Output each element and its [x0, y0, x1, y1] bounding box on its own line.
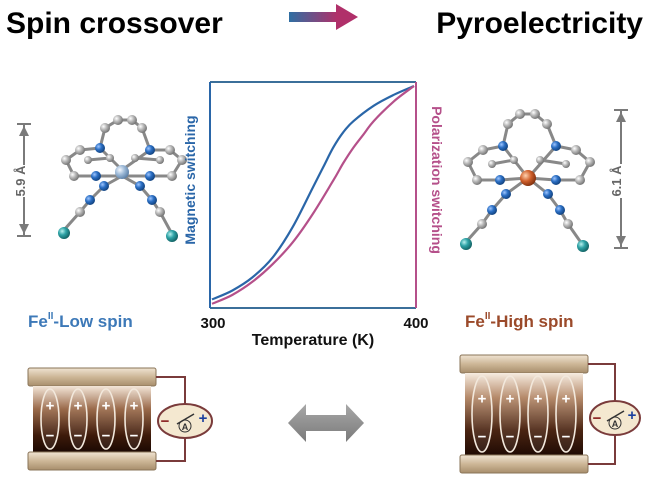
- title-spin-crossover: Spin crossover: [6, 7, 223, 40]
- wire-top-right: [588, 363, 616, 401]
- ammeter-plus-right: +: [628, 407, 637, 424]
- dipole-cell-left: +−: [40, 388, 60, 450]
- dipole-cells-right: +−+−+−+−: [471, 375, 577, 453]
- dipole-minus-sign: −: [46, 428, 55, 445]
- atoms-left: [58, 115, 187, 242]
- wire-top-left: [156, 376, 186, 404]
- header-arrow-icon: [289, 4, 358, 30]
- crystal-right: [465, 373, 583, 455]
- molecule-low-spin: 5.9 Å: [11, 115, 187, 331]
- dipole-cell-right: +−: [555, 375, 577, 453]
- dipole-cell-right: +−: [471, 375, 493, 453]
- dipole-minus-sign: −: [478, 428, 487, 445]
- wire-bottom-left: [156, 438, 186, 462]
- series-line-2: [211, 85, 415, 305]
- dipole-minus-sign: −: [562, 428, 571, 445]
- dipole-minus-sign: −: [130, 428, 139, 445]
- plot-area: [210, 82, 416, 308]
- capacitor-device-right: +−+−+−+− A − +: [459, 354, 641, 474]
- molecule-high-spin: 6.1 Å: [460, 109, 635, 331]
- switching-chart: Magnetic switching Polarization switchin…: [182, 81, 445, 349]
- capacitor-device-left: +−+−+−+− A − +: [27, 367, 213, 471]
- ammeter-symbol-right: A: [612, 419, 619, 429]
- ammeter-right: A − +: [589, 400, 641, 436]
- dipole-plus-sign: +: [102, 398, 111, 415]
- dipole-cell-right: +−: [499, 375, 521, 453]
- electrode-top-left: [27, 367, 157, 387]
- dipole-plus-sign: +: [130, 398, 139, 415]
- iron-atom-high-spin: [520, 170, 536, 186]
- series-line-1: [211, 84, 415, 301]
- state-label-low-spin: FeII-Low spin: [28, 311, 133, 331]
- dipole-cell-left: +−: [124, 388, 144, 450]
- ammeter-plus-left: +: [199, 410, 208, 427]
- dipole-cell-left: +−: [68, 388, 88, 450]
- ammeter-symbol-left: A: [182, 422, 189, 432]
- double-arrow-icon: [288, 404, 364, 442]
- iron-atom-low-spin: [115, 165, 129, 179]
- ammeter-minus-right: −: [593, 410, 602, 427]
- crystal-left: [33, 386, 151, 452]
- title-pyroelectricity: Pyroelectricity: [436, 7, 643, 40]
- dipole-plus-sign: +: [74, 398, 83, 415]
- dipole-minus-sign: −: [506, 428, 515, 445]
- y-axis-label-right: Polarization switching: [429, 106, 445, 254]
- dipole-plus-sign: +: [46, 398, 55, 415]
- distance-label-right: 6.1 Å: [609, 165, 624, 197]
- dipole-plus-sign: +: [478, 390, 487, 407]
- chart-series-group: [211, 84, 415, 305]
- x-axis-label: Temperature (K): [252, 332, 374, 349]
- dipole-minus-sign: −: [74, 428, 83, 445]
- dipole-plus-sign: +: [534, 390, 543, 407]
- electrode-bottom-left: [27, 451, 157, 471]
- dipole-minus-sign: −: [102, 428, 111, 445]
- y-axis-label-left: Magnetic switching: [182, 115, 198, 244]
- ammeter-needle-right: [606, 410, 625, 422]
- electrode-top-right: [459, 354, 589, 374]
- dipole-cells-left: +−+−+−+−: [40, 388, 144, 450]
- state-label-high-spin: FeII-High spin: [465, 311, 574, 331]
- dipole-minus-sign: −: [534, 428, 543, 445]
- dipole-cell-left: +−: [96, 388, 116, 450]
- dipole-cell-right: +−: [527, 375, 549, 453]
- dipole-plus-sign: +: [506, 390, 515, 407]
- x-tick-label-400: 400: [403, 315, 428, 332]
- distance-label-left: 5.9 Å: [13, 165, 28, 197]
- ammeter-needle-left: [176, 413, 195, 425]
- x-tick-label-300: 300: [200, 315, 225, 332]
- atoms-right: [460, 109, 595, 252]
- ammeter-left: A − +: [157, 403, 213, 439]
- wire-bottom-right: [588, 435, 616, 465]
- electrode-bottom-right: [459, 454, 589, 474]
- dipole-plus-sign: +: [562, 390, 571, 407]
- ammeter-minus-left: −: [161, 413, 170, 430]
